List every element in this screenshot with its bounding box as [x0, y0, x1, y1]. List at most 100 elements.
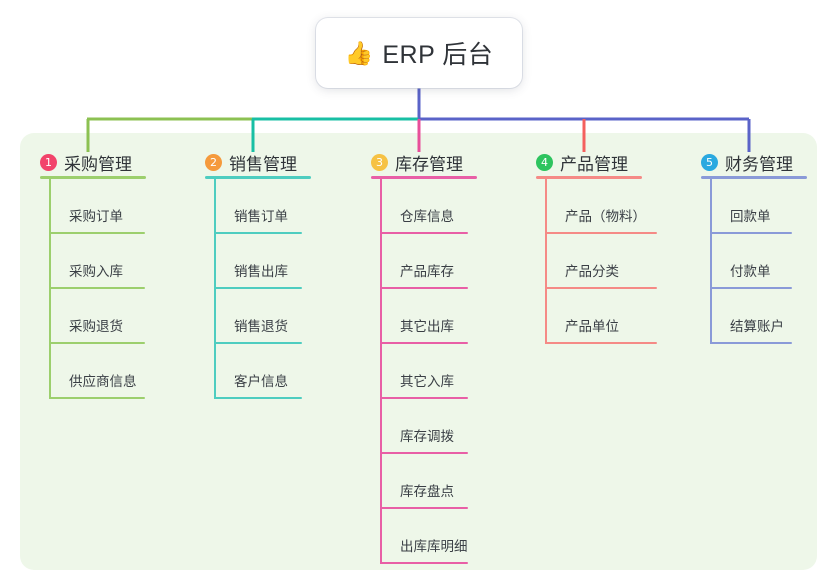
leaf-label: 采购订单	[69, 209, 123, 224]
root-title: ERP 后台	[382, 41, 494, 69]
leaf-underline	[380, 232, 468, 234]
leaf-item[interactable]: 其它出库	[371, 289, 477, 344]
leaf-item[interactable]: 供应商信息	[40, 344, 146, 399]
leaf-label: 产品（物料）	[565, 209, 646, 224]
leaf-underline	[380, 562, 468, 564]
column-1: 1 采购管理采购订单采购入库采购退货供应商信息	[40, 145, 146, 399]
content-panel	[20, 133, 817, 570]
leaf-underline	[380, 397, 468, 399]
column-title-2: 销售管理	[229, 154, 297, 174]
leaf-underline	[49, 397, 145, 399]
column-badge-2: 2	[205, 153, 222, 171]
leaf-underline	[380, 287, 468, 289]
leaf-underline	[545, 287, 657, 289]
leaf-label: 产品单位	[565, 319, 619, 334]
column-5: 5 财务管理回款单付款单结算账户	[701, 145, 807, 344]
leaf-list-2: 销售订单销售出库销售退货客户信息	[205, 179, 311, 399]
leaf-underline	[214, 342, 302, 344]
leaf-label: 结算账户	[730, 319, 784, 334]
leaf-label: 付款单	[730, 264, 771, 279]
leaf-underline	[380, 342, 468, 344]
column-badge-3: 3	[371, 153, 388, 171]
column-title-4: 产品管理	[560, 154, 628, 174]
leaf-label: 采购退货	[69, 319, 123, 334]
leaf-underline	[49, 287, 145, 289]
leaf-label: 销售订单	[234, 209, 288, 224]
leaf-spine-2	[214, 179, 216, 399]
leaf-item[interactable]: 其它入库	[371, 344, 477, 399]
leaf-spine-4	[545, 179, 547, 344]
leaf-label: 采购入库	[69, 264, 123, 279]
leaf-list-4: 产品（物料） 产品分类产品单位	[536, 179, 657, 344]
leaf-label: 客户信息	[234, 374, 288, 389]
leaf-spine-1	[49, 179, 51, 399]
leaf-list-1: 采购订单采购入库采购退货供应商信息	[40, 179, 146, 399]
leaf-item[interactable]: 仓库信息	[371, 179, 477, 234]
column-underline-4	[536, 176, 642, 179]
column-underline-5	[701, 176, 807, 179]
leaf-label: 库存调拨	[400, 429, 454, 444]
leaf-underline	[710, 342, 792, 344]
leaf-item[interactable]: 产品分类	[536, 234, 657, 289]
leaf-label: 其它入库	[400, 374, 454, 389]
leaf-item[interactable]: 销售出库	[205, 234, 311, 289]
column-header-5[interactable]: 5 财务管理	[701, 145, 807, 179]
leaf-underline	[49, 232, 145, 234]
root-title-card[interactable]: 👍 ERP 后台	[316, 18, 522, 88]
leaf-underline	[380, 507, 468, 509]
leaf-item[interactable]: 采购退货	[40, 289, 146, 344]
column-2: 2 销售管理销售订单销售出库销售退货客户信息	[205, 145, 311, 399]
leaf-underline	[214, 287, 302, 289]
leaf-item[interactable]: 回款单	[701, 179, 807, 234]
column-underline-2	[205, 176, 311, 179]
leaf-underline	[214, 232, 302, 234]
leaf-label: 库存盘点	[400, 484, 454, 499]
leaf-item[interactable]: 产品库存	[371, 234, 477, 289]
leaf-spine-5	[710, 179, 712, 344]
leaf-item[interactable]: 付款单	[701, 234, 807, 289]
leaf-list-5: 回款单付款单结算账户	[701, 179, 807, 344]
column-header-3[interactable]: 3 库存管理	[371, 145, 477, 179]
column-header-1[interactable]: 1 采购管理	[40, 145, 146, 179]
leaf-item[interactable]: 采购入库	[40, 234, 146, 289]
leaf-item[interactable]: 结算账户	[701, 289, 807, 344]
column-title-3: 库存管理	[395, 154, 463, 174]
column-underline-3	[371, 176, 477, 179]
leaf-item[interactable]: 出库库明细	[371, 509, 477, 564]
column-title-5: 财务管理	[725, 154, 793, 174]
leaf-underline	[49, 342, 145, 344]
leaf-item[interactable]: 库存调拨	[371, 399, 477, 454]
leaf-label: 供应商信息	[69, 374, 137, 389]
column-header-4[interactable]: 4 产品管理	[536, 145, 642, 179]
column-badge-1: 1	[40, 153, 57, 171]
column-header-2[interactable]: 2 销售管理	[205, 145, 311, 179]
leaf-underline	[380, 452, 468, 454]
leaf-item[interactable]: 销售退货	[205, 289, 311, 344]
leaf-item[interactable]: 销售订单	[205, 179, 311, 234]
column-badge-5: 5	[701, 153, 718, 171]
leaf-item[interactable]: 产品（物料）	[536, 179, 657, 234]
thumbs-up-icon: 👍	[344, 39, 374, 66]
leaf-label: 仓库信息	[400, 209, 454, 224]
leaf-label: 销售退货	[234, 319, 288, 334]
leaf-underline	[710, 232, 792, 234]
leaf-item[interactable]: 库存盘点	[371, 454, 477, 509]
leaf-item[interactable]: 客户信息	[205, 344, 311, 399]
leaf-label: 产品库存	[400, 264, 454, 279]
column-underline-1	[40, 176, 146, 179]
leaf-label: 销售出库	[234, 264, 288, 279]
leaf-item[interactable]: 产品单位	[536, 289, 657, 344]
leaf-underline	[710, 287, 792, 289]
leaf-label: 回款单	[730, 209, 771, 224]
column-4: 4 产品管理产品（物料） 产品分类产品单位	[536, 145, 657, 344]
column-title-1: 采购管理	[64, 154, 132, 174]
leaf-label: 其它出库	[400, 319, 454, 334]
leaf-underline	[214, 397, 302, 399]
leaf-underline	[545, 232, 657, 234]
leaf-spine-3	[380, 179, 382, 564]
column-badge-4: 4	[536, 153, 553, 171]
leaf-item[interactable]: 采购订单	[40, 179, 146, 234]
leaf-label: 产品分类	[565, 264, 619, 279]
column-3: 3 库存管理仓库信息产品库存其它出库其它入库库存调拨库存盘点出库库明细	[371, 145, 477, 564]
